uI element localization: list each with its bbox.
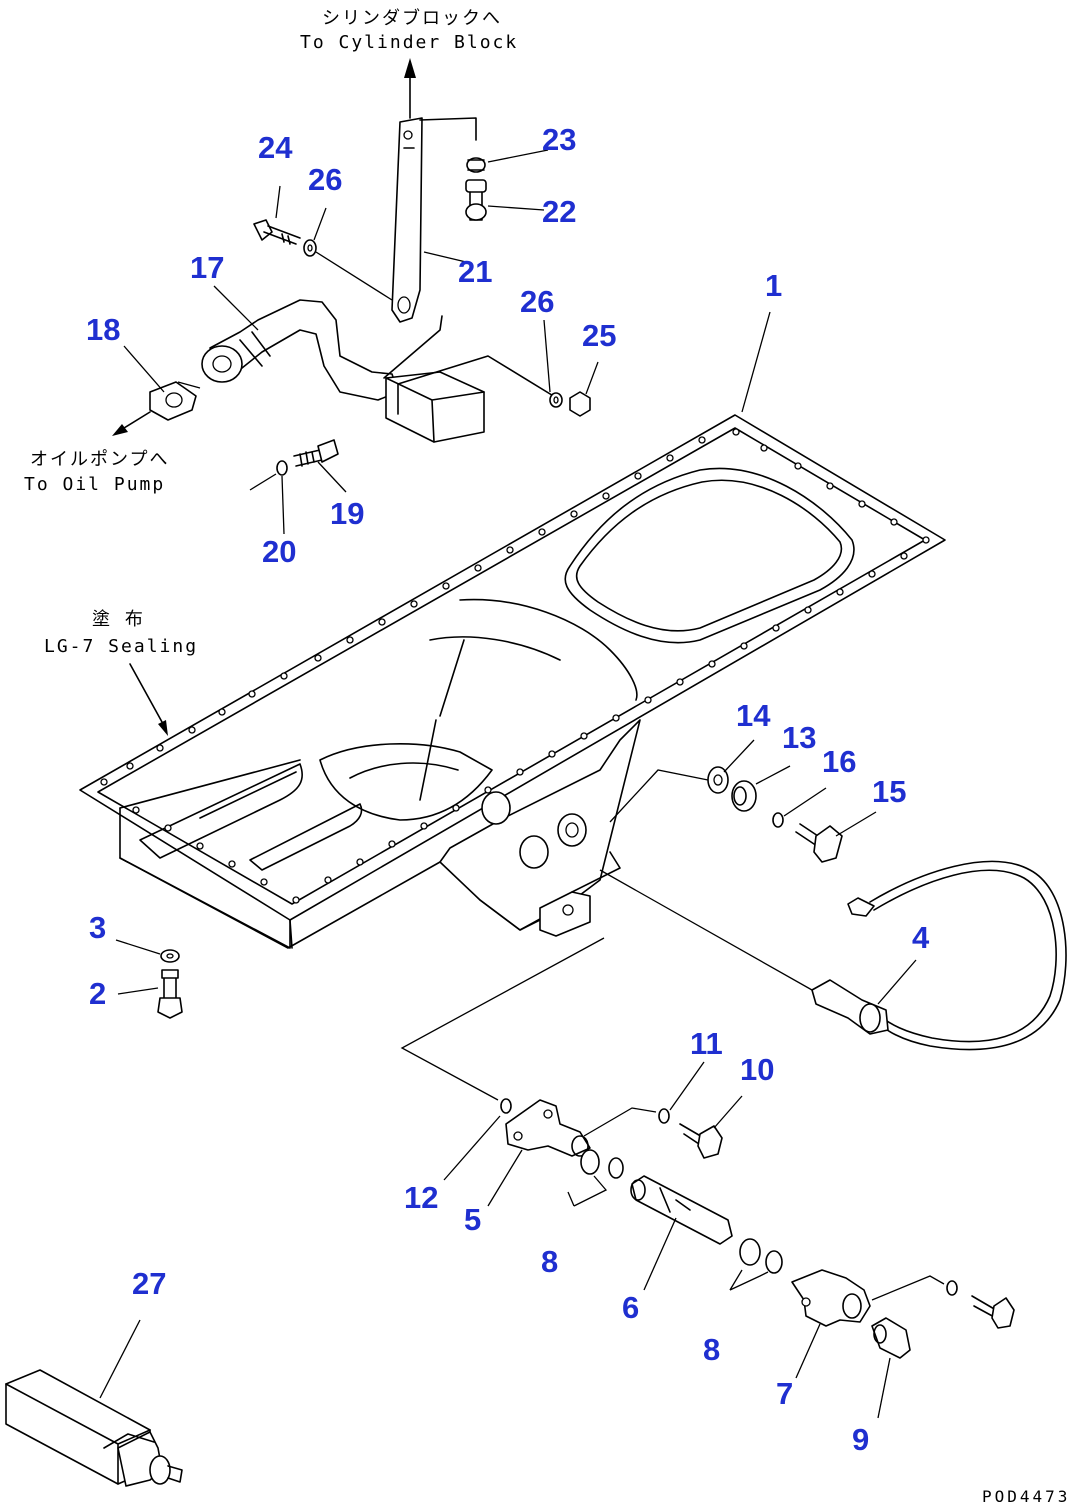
callout-24: 24 bbox=[258, 130, 293, 165]
note-to-cylinder-block-en: To Cylinder Block bbox=[300, 32, 518, 53]
callout-9: 9 bbox=[852, 1422, 869, 1457]
callout-18: 18 bbox=[86, 312, 120, 347]
seals-8-left bbox=[567, 1149, 624, 1207]
arrow-to-cylinder-block bbox=[404, 58, 416, 119]
note-sealing-jp: 塗 布 bbox=[92, 608, 145, 630]
washer-nut-right bbox=[946, 1280, 1015, 1329]
callout-14: 14 bbox=[736, 698, 771, 733]
callout-19: 19 bbox=[330, 496, 364, 531]
callout-8-left: 8 bbox=[541, 1244, 558, 1279]
callout-5: 5 bbox=[464, 1202, 481, 1237]
callout-21: 21 bbox=[458, 254, 492, 289]
plug-9 bbox=[871, 1317, 911, 1359]
plate-14 bbox=[707, 766, 729, 794]
bracket-21 bbox=[391, 117, 477, 323]
drawing-code: POD4473 bbox=[982, 1487, 1070, 1506]
callout-26-top: 26 bbox=[308, 162, 342, 197]
nut-23 bbox=[466, 157, 486, 173]
callout-26-right: 26 bbox=[520, 284, 554, 319]
arrow-to-oil-pump bbox=[112, 411, 151, 436]
callout-25: 25 bbox=[582, 318, 616, 353]
housing-7 bbox=[791, 1269, 945, 1327]
bolt-19 bbox=[293, 439, 339, 467]
sensor-4 bbox=[599, 860, 1067, 1051]
note-to-cylinder-block-jp: シリンダブロックへ bbox=[322, 7, 502, 29]
note-sealing-en: LG-7 Sealing bbox=[44, 636, 198, 657]
arrow-sealing bbox=[129, 663, 168, 736]
oil-pan-1 bbox=[79, 414, 946, 949]
callout-2: 2 bbox=[89, 976, 106, 1011]
note-to-oil-pump-jp: オイルポンプへ bbox=[30, 449, 169, 470]
callout-6: 6 bbox=[622, 1290, 639, 1325]
callout-15: 15 bbox=[872, 774, 906, 809]
bolt-24 bbox=[253, 219, 301, 245]
washer-26-top bbox=[303, 239, 393, 301]
washer-3 bbox=[160, 949, 180, 963]
leader-lines bbox=[99, 149, 917, 1419]
washer-16 bbox=[772, 812, 784, 828]
callout-11: 11 bbox=[690, 1026, 723, 1061]
callout-3: 3 bbox=[89, 910, 106, 945]
callout-8-right: 8 bbox=[703, 1332, 720, 1367]
callout-17: 17 bbox=[190, 250, 224, 285]
washer-11 bbox=[658, 1108, 670, 1124]
shaft-6 bbox=[630, 1175, 733, 1245]
gasket-18 bbox=[149, 381, 201, 421]
housing-5 bbox=[505, 1099, 591, 1157]
washer-20 bbox=[249, 460, 288, 491]
washer-12 bbox=[500, 1098, 512, 1114]
washer-26-right bbox=[549, 392, 563, 408]
bolt-22 bbox=[465, 179, 487, 221]
callout-20: 20 bbox=[262, 534, 296, 569]
bolt-10 bbox=[679, 1123, 723, 1159]
callout-4: 4 bbox=[912, 920, 930, 955]
callout-7: 7 bbox=[776, 1376, 793, 1411]
callout-27: 27 bbox=[132, 1266, 166, 1301]
callout-23: 23 bbox=[542, 122, 576, 157]
callout-12: 12 bbox=[404, 1180, 438, 1215]
flange-bolt-holes bbox=[100, 428, 930, 904]
seals-8-right bbox=[729, 1238, 783, 1291]
callout-22: 22 bbox=[542, 194, 576, 229]
note-to-oil-pump-en: To Oil Pump bbox=[24, 474, 165, 495]
part-27 bbox=[5, 1369, 183, 1487]
callout-13: 13 bbox=[782, 720, 816, 755]
pipe-17 bbox=[201, 299, 561, 443]
bolt-15 bbox=[795, 823, 843, 863]
bolt-2 bbox=[157, 969, 183, 1019]
callout-16: 16 bbox=[822, 744, 856, 779]
cap-13 bbox=[731, 780, 757, 812]
nut-25 bbox=[569, 391, 591, 417]
callout-10: 10 bbox=[740, 1052, 774, 1087]
callout-1: 1 bbox=[765, 268, 782, 303]
